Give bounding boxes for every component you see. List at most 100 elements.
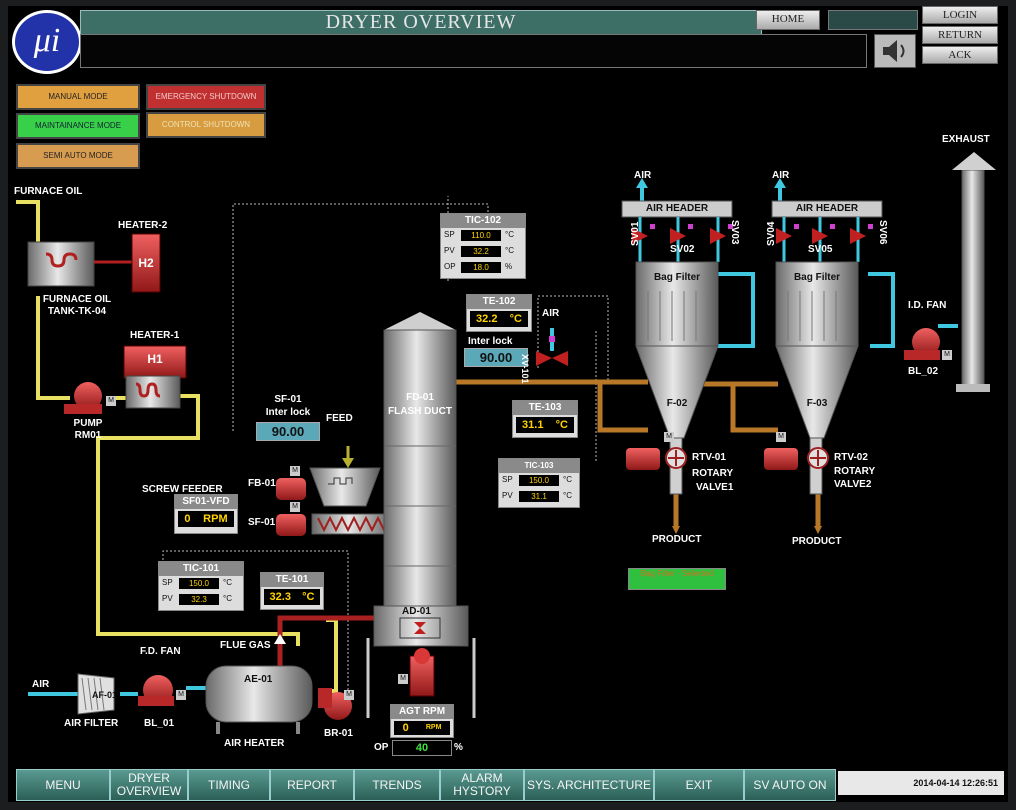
air-header-2: AIR HEADER	[795, 203, 859, 214]
screw-feeder-label: SCREW FEEDER	[142, 484, 223, 495]
tic-102-op[interactable]: 18.0	[461, 262, 501, 273]
te-101-unit: °C	[302, 591, 315, 603]
te-101-readout: 32.3 °C	[264, 589, 320, 605]
sf01-vfd-panel: SF01-VFD 0 RPM	[174, 494, 238, 534]
tic-103-sp[interactable]: 150.0	[519, 475, 559, 486]
login-button[interactable]: LOGIN	[922, 6, 998, 24]
air-header-1: AIR HEADER	[645, 203, 709, 214]
flue-gas-label: FLUE GAS	[220, 640, 271, 651]
nav-alarm-line2: HYSTORY	[453, 784, 511, 798]
nav-exit[interactable]: EXIT	[654, 769, 744, 801]
nav-report[interactable]: REPORT	[270, 769, 354, 801]
product-1-label: PRODUCT	[652, 534, 702, 545]
nav-sys-architecture[interactable]: SYS. ARCHITECTURE	[524, 769, 654, 801]
tic-101-sp[interactable]: 150.0	[179, 578, 219, 589]
te-102-title: TE-102	[467, 295, 531, 309]
air-label-xv: AIR	[542, 308, 560, 319]
home-button[interactable]: HOME	[756, 10, 820, 30]
product-2-label: PRODUCT	[792, 536, 842, 547]
bl01-label: BL_01	[144, 718, 175, 729]
te-101-value: 32.3	[269, 591, 291, 603]
furnace-oil-label: FURNACE OIL	[14, 186, 83, 197]
sv01-label: SV01	[630, 221, 641, 246]
pv-key: PV	[444, 246, 455, 255]
nav-sv-auto-on[interactable]: SV AUTO ON	[744, 769, 836, 801]
agt-op-value[interactable]: 40	[392, 740, 452, 756]
page-title: DRYER OVERVIEW	[325, 11, 517, 33]
nav-alarm-history[interactable]: ALARM HYSTORY	[440, 769, 524, 801]
h1-label: H1	[147, 352, 163, 366]
bl02-label: BL_02	[908, 366, 939, 377]
air-inlet-label: AIR	[32, 679, 50, 690]
fd-fan-label: F.D. FAN	[140, 646, 181, 657]
te-102-readout: 32.2 °C	[470, 311, 528, 327]
rotary-valve1-label-2: VALVE1	[696, 482, 734, 493]
return-button[interactable]: RETURN	[922, 26, 998, 44]
tic-102-sp[interactable]: 110.0	[461, 230, 501, 241]
tic-102-pv: 32.2	[461, 246, 501, 257]
nav-timing[interactable]: TIMING	[188, 769, 270, 801]
rotary-valve2-label-1: ROTARY	[834, 466, 876, 477]
sf01-interlock-label-1: SF-01	[274, 394, 302, 405]
sf01-vfd-readout: 0 RPM	[178, 511, 234, 527]
nav-trends[interactable]: TRENDS	[354, 769, 440, 801]
xv101-label: XV-101	[520, 354, 530, 384]
unit: °C	[223, 578, 232, 587]
sp-key: SP	[444, 230, 455, 239]
ack-button[interactable]: ACK	[922, 46, 998, 64]
unit: °C	[505, 246, 514, 255]
heater2-label: HEATER-2	[118, 220, 168, 231]
bag-filter-1-label: Bag Filter	[653, 272, 701, 283]
manual-mode-button[interactable]: MANUAL MODE	[16, 84, 140, 110]
nav-menu[interactable]: MENU	[16, 769, 110, 801]
sv06-label: SV06	[877, 220, 888, 245]
air-label-2: AIR	[772, 170, 790, 181]
speaker-icon[interactable]	[874, 34, 916, 68]
process-diagram	[16, 152, 996, 734]
te-103-panel: TE-103 31.1 °C	[512, 400, 578, 438]
rotary-valve2-label-2: VALVE2	[834, 479, 872, 490]
id-fan-label: I.D. FAN	[908, 300, 947, 311]
interlock-value[interactable]: 90.00	[464, 348, 528, 367]
sf01-vfd-value: 0	[184, 513, 191, 525]
maintainance-mode-button[interactable]: MAINTAINANCE MODE	[16, 113, 140, 139]
sf01-interlock-value[interactable]: 90.00	[256, 422, 320, 441]
emergency-shutdown-button[interactable]: EMERGENCY SHUTDOWN	[146, 84, 266, 110]
alarm-message-bar	[80, 34, 867, 68]
furnace-tank-label-1: FURNACE OIL	[42, 294, 112, 305]
unit: °C	[223, 594, 232, 603]
control-shutdown-button[interactable]: CONTROL SHUTDOWN	[146, 112, 266, 138]
feed-label: FEED	[326, 413, 353, 424]
fb01-label: FB-01	[248, 478, 276, 489]
nav-dryer-overview[interactable]: DRYER OVERVIEW	[110, 769, 188, 801]
bag-filter-status-indicator[interactable]: Bag Filter - Selected	[628, 568, 726, 590]
te-103-value: 31.1	[522, 419, 544, 431]
pv-key: PV	[502, 491, 513, 500]
te-103-unit: °C	[555, 419, 568, 431]
sf01-label: SF-01	[248, 517, 276, 528]
air-filter-label: AIR FILTER	[64, 718, 119, 729]
sp-key: SP	[502, 475, 513, 484]
sv02-label: SV02	[670, 244, 695, 255]
agt-rpm-title: AGT RPM	[391, 705, 453, 719]
pv-key: PV	[162, 594, 173, 603]
heater1-label: HEATER-1	[130, 330, 180, 341]
op-unit: %	[454, 742, 463, 753]
te-102-panel: TE-102 32.2 °C	[466, 294, 532, 332]
agt-rpm-panel: AGT RPM 0 RPM	[390, 704, 454, 738]
nav-dryer-line2: OVERVIEW	[116, 784, 182, 798]
datetime-display: 2014-04-14 12:26:51	[838, 771, 1004, 795]
sf01-vfd-unit: RPM	[203, 513, 228, 525]
br01-label: BR-01	[324, 728, 353, 739]
ad01-label: AD-01	[402, 606, 431, 617]
te-103-readout: 31.1 °C	[516, 417, 574, 433]
tic-101-pv: 32.3	[179, 594, 219, 605]
op-key: OP	[444, 262, 456, 271]
motor-badge: M	[776, 432, 786, 442]
f02-label: F-02	[666, 398, 688, 409]
semi-auto-mode-button[interactable]: SEMI AUTO MODE	[16, 143, 140, 169]
sp-key: SP	[162, 578, 173, 587]
